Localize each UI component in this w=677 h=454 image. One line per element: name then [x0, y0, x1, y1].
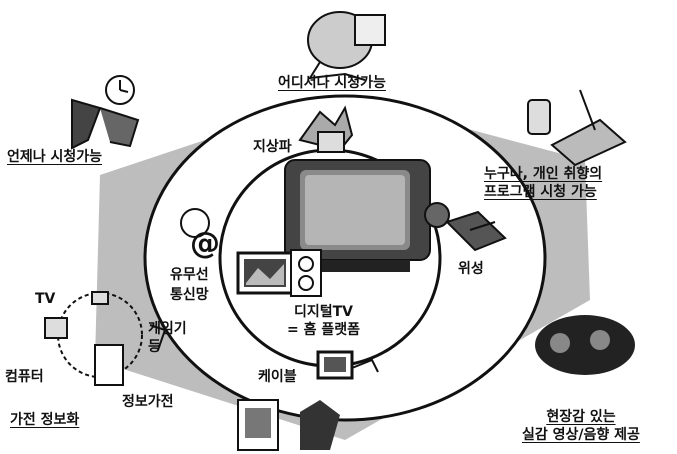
network-label: 유무선 통신망 — [170, 267, 209, 303]
info-appliance-label: 정보가전 — [122, 394, 174, 410]
satellite-dish-icon — [445, 210, 507, 252]
computer-label: 컴퓨터 — [5, 369, 44, 385]
anytime-viewing-label: 언제나 시청가능 — [7, 149, 103, 165]
network-people-icon — [180, 208, 210, 238]
phone-laptop-icon — [527, 89, 627, 167]
at-symbol: @ — [190, 226, 220, 261]
terrestrial-label: 지상파 — [253, 139, 292, 155]
terrestrial-antenna-icon — [298, 105, 354, 153]
digital-tv-icon — [284, 159, 450, 272]
cable-label: 케이블 — [258, 369, 297, 385]
anywhere-viewing-label: 어디서나 시청가능 — [278, 75, 386, 91]
running-man-clock-icon — [71, 75, 140, 150]
appliance-icon — [290, 249, 322, 297]
realistic-av-label: 현장감 있는 실감 영상/음향 제공 — [522, 409, 640, 443]
personal-preference-label: 누구나, 개인 취향의 프로그램 시청 가능 — [484, 166, 603, 200]
tv-label: TV — [35, 291, 56, 307]
appliance-cluster-icon — [44, 291, 167, 386]
satellite-label: 위성 — [458, 261, 484, 277]
game-console-label: 게임기 등 — [148, 321, 187, 355]
handheld-device-icon — [237, 399, 340, 451]
reading-man-icon — [307, 11, 386, 81]
monitor-icon — [236, 251, 294, 295]
digital-tv-label: 디지털TV = 홈 플랫폼 — [287, 304, 360, 338]
appliance-informatization-label: 가전 정보화 — [10, 412, 80, 428]
cable-box-icon — [316, 350, 379, 380]
audience-icon — [535, 315, 635, 375]
